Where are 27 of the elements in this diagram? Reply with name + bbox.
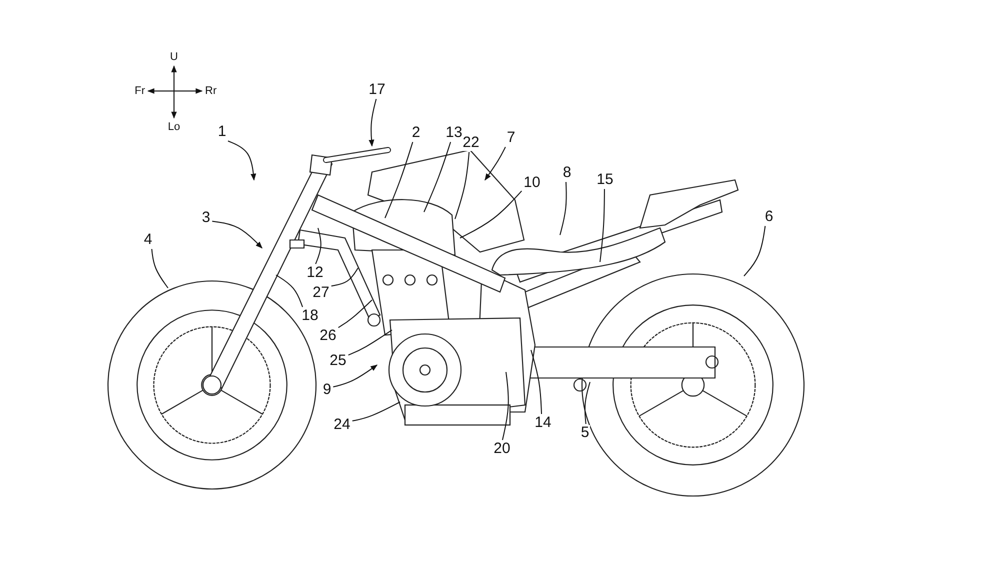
leader-line (424, 142, 452, 212)
leader-line (384, 142, 414, 218)
leader-line (276, 274, 304, 308)
leader-line (584, 382, 590, 424)
leader-line (600, 188, 605, 262)
leader-line (212, 220, 262, 248)
leader-line (502, 372, 509, 440)
leader-line (454, 152, 470, 220)
leader-line (228, 140, 256, 181)
direction-label: Lo (168, 121, 180, 133)
leader-line (530, 350, 542, 414)
leader-line (315, 228, 322, 264)
leader-line (460, 190, 522, 238)
leader-line (338, 300, 372, 328)
leader-line (368, 98, 377, 147)
callout-number: 22 (462, 135, 480, 151)
direction-label: U (170, 51, 178, 63)
direction-label: Fr (134, 85, 145, 97)
leader-line (332, 364, 378, 388)
leader-line (744, 226, 766, 276)
leader-line (484, 146, 506, 181)
leader-line (560, 182, 567, 236)
direction-label: Rr (205, 85, 217, 97)
leader-line (330, 268, 358, 286)
leader-line (151, 248, 168, 288)
leader-line (352, 402, 400, 422)
leader-line (348, 330, 392, 356)
